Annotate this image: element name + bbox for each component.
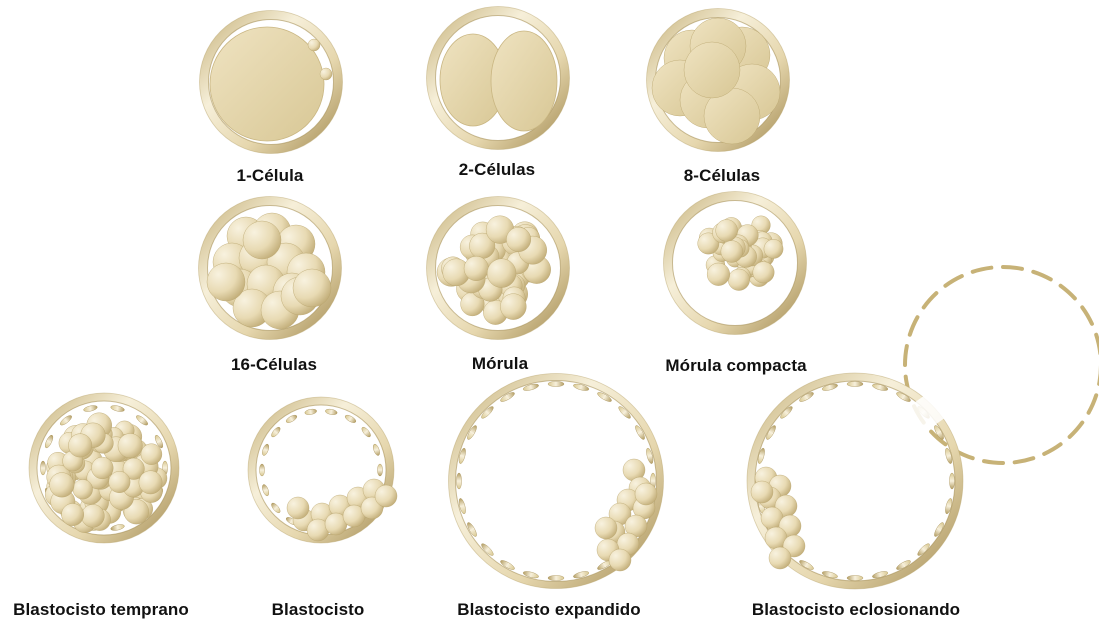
trophectoderm-cell xyxy=(456,473,461,489)
blastomere xyxy=(707,263,730,286)
trophectoderm-cell xyxy=(261,443,270,456)
blastomere xyxy=(751,481,773,503)
blastomere xyxy=(753,262,774,283)
blastomere xyxy=(73,479,93,499)
blastomere xyxy=(207,263,245,301)
label-morula: Mórula xyxy=(472,354,528,374)
blastomere xyxy=(491,31,557,131)
hatched-trophectoderm-segment xyxy=(905,346,907,365)
trophectoderm-cell xyxy=(304,408,317,415)
trophectoderm-cell xyxy=(344,414,357,425)
label-compact-morula: Mórula compacta xyxy=(665,356,806,376)
blastomere xyxy=(141,444,162,465)
embryo-eight-cells xyxy=(647,9,790,152)
trophectoderm-cell xyxy=(949,473,954,489)
blastomere xyxy=(68,434,91,457)
zygote-cell xyxy=(210,27,324,141)
blastomere xyxy=(81,504,104,527)
blastomere xyxy=(721,241,743,263)
hatched-trophectoderm-segment xyxy=(945,276,961,286)
hatched-trophectoderm-segment xyxy=(924,293,937,307)
hatched-trophectoderm-segment xyxy=(910,317,918,334)
blastomere xyxy=(109,471,130,492)
trophectoderm-cell xyxy=(110,404,125,412)
hatched-trophectoderm-segment xyxy=(1015,458,1034,462)
trophectoderm-cell xyxy=(377,464,382,476)
blastomere xyxy=(91,457,113,479)
trophectoderm-cell xyxy=(259,464,264,476)
blastomere xyxy=(716,220,738,242)
label-sixteen-cells: 16-Células xyxy=(231,355,317,375)
blastomere xyxy=(609,549,631,571)
label-one-cell: 1-Célula xyxy=(237,166,304,186)
trophectoderm-cell xyxy=(83,404,98,412)
blastomere xyxy=(320,68,332,80)
embryo-compact-morula xyxy=(664,192,807,335)
blastomere xyxy=(118,433,143,458)
blastomere xyxy=(769,547,791,569)
label-eight-cells: 8-Células xyxy=(684,166,761,186)
blastomere xyxy=(595,517,617,539)
embryo-one-cell xyxy=(200,11,343,154)
trophectoderm-cell xyxy=(847,381,863,386)
blastomere xyxy=(487,259,516,288)
embryo-early-blastocyst xyxy=(29,393,179,543)
trophectoderm-cell xyxy=(548,575,564,580)
hatched-trophectoderm-segment xyxy=(1082,307,1092,323)
hatched-trophectoderm-segment xyxy=(973,268,992,272)
embryo-blastocyst xyxy=(248,397,397,543)
blastomere xyxy=(684,42,740,98)
blastomere xyxy=(287,497,309,519)
label-blastocyst: Blastocisto xyxy=(272,600,365,620)
blastomere xyxy=(293,269,331,307)
hatched-trophectoderm-segment xyxy=(1033,272,1050,280)
hatched-trophectoderm-segment xyxy=(1044,444,1060,454)
hatched-trophectoderm-segment xyxy=(1061,286,1075,299)
blastomere xyxy=(375,485,397,507)
hatched-trophectoderm-segment xyxy=(984,461,1003,463)
blastomere xyxy=(50,473,75,498)
label-two-cells: 2-Células xyxy=(459,160,536,180)
blastomere xyxy=(308,39,320,51)
blastomere xyxy=(506,227,530,251)
embryo-morula xyxy=(427,197,570,340)
trophectoderm-cell xyxy=(110,523,125,531)
label-hatching-blastocyst: Blastocisto eclosionando xyxy=(752,600,960,620)
embryo-expanded-blastocyst xyxy=(449,374,664,589)
hatched-trophectoderm-segment xyxy=(1003,267,1022,269)
hatched-trophectoderm-segment xyxy=(1070,423,1083,437)
blastomere xyxy=(500,294,526,320)
blastomere xyxy=(764,239,783,258)
blastomere xyxy=(139,471,162,494)
trophectoderm-cell xyxy=(548,381,564,386)
trophectoderm-cell xyxy=(325,408,338,415)
blastomere xyxy=(728,269,750,291)
trophectoderm-cell xyxy=(847,575,863,580)
label-early-blastocyst: Blastocisto temprano xyxy=(13,600,189,620)
blastomere xyxy=(61,503,83,525)
trophectoderm-cell xyxy=(40,461,45,475)
blastomere xyxy=(635,483,657,505)
blastomere xyxy=(464,256,489,281)
hatched-trophectoderm-segment xyxy=(1089,395,1097,412)
trophectoderm-cell xyxy=(285,414,298,425)
trophectoderm-cell xyxy=(372,443,381,456)
trophectoderm-cell xyxy=(261,484,270,497)
label-expanded-blastocyst: Blastocisto expandido xyxy=(457,600,640,620)
embryo-two-cells xyxy=(427,7,570,150)
blastomere xyxy=(243,221,281,259)
embryo-hatching-blastocyst xyxy=(747,267,1099,589)
embryo-sixteen-cells xyxy=(199,197,342,340)
